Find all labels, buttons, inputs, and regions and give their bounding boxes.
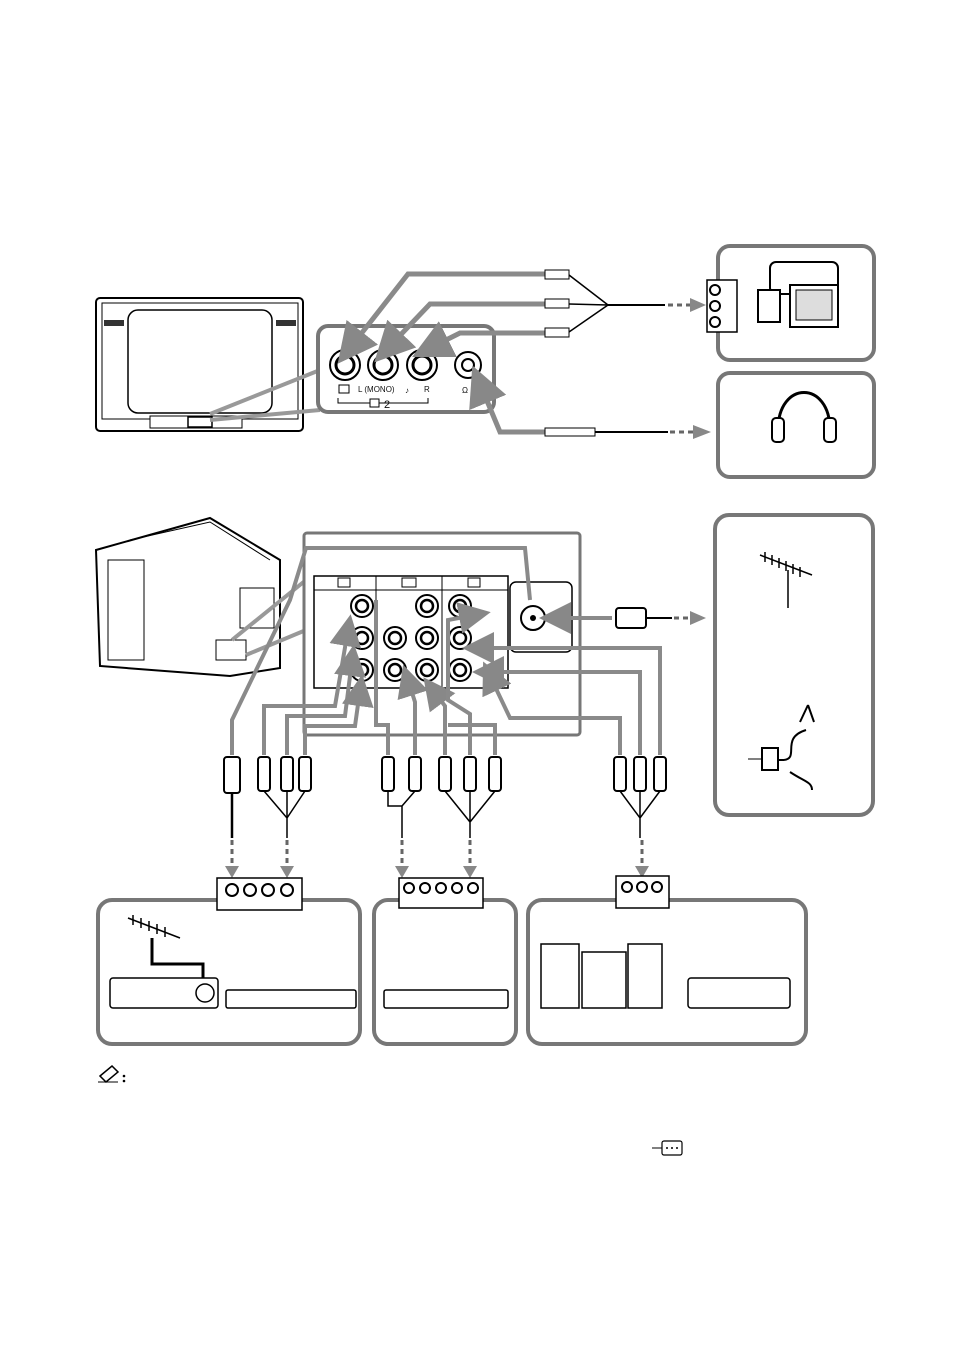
dvd-icon (226, 990, 356, 1008)
input-icon (370, 399, 379, 407)
output-icon (468, 578, 480, 587)
video-icon (339, 385, 349, 393)
bottom-box-middle (374, 878, 516, 1044)
plugs-row (224, 757, 666, 878)
front-tv (96, 298, 303, 431)
note-memo-icon (98, 1066, 125, 1082)
antenna-plug (616, 608, 706, 628)
antenna-box (715, 515, 873, 815)
rca-plugs-front (545, 270, 711, 439)
dvd-icon (384, 990, 508, 1008)
input-number: 2 (384, 399, 390, 411)
mono-label: L (MONO) (358, 385, 395, 394)
camcorder-box (707, 246, 874, 360)
headphones-icon: Ω (462, 386, 468, 395)
stereo-system-icon (541, 944, 662, 1008)
camcorder-icon (758, 262, 838, 327)
audio-note-icon: ♪ (405, 386, 409, 395)
input-icon (652, 1141, 682, 1155)
input-icon (402, 578, 416, 587)
right-label: R (424, 385, 430, 394)
headphones-box (718, 373, 874, 477)
bottom-box-right (528, 876, 806, 1044)
input-icon (338, 578, 350, 587)
front-av-panel: L (MONO) ♪ R Ω 2 (318, 326, 494, 412)
bottom-box-left (98, 878, 360, 1044)
vcr-icon (688, 978, 790, 1008)
